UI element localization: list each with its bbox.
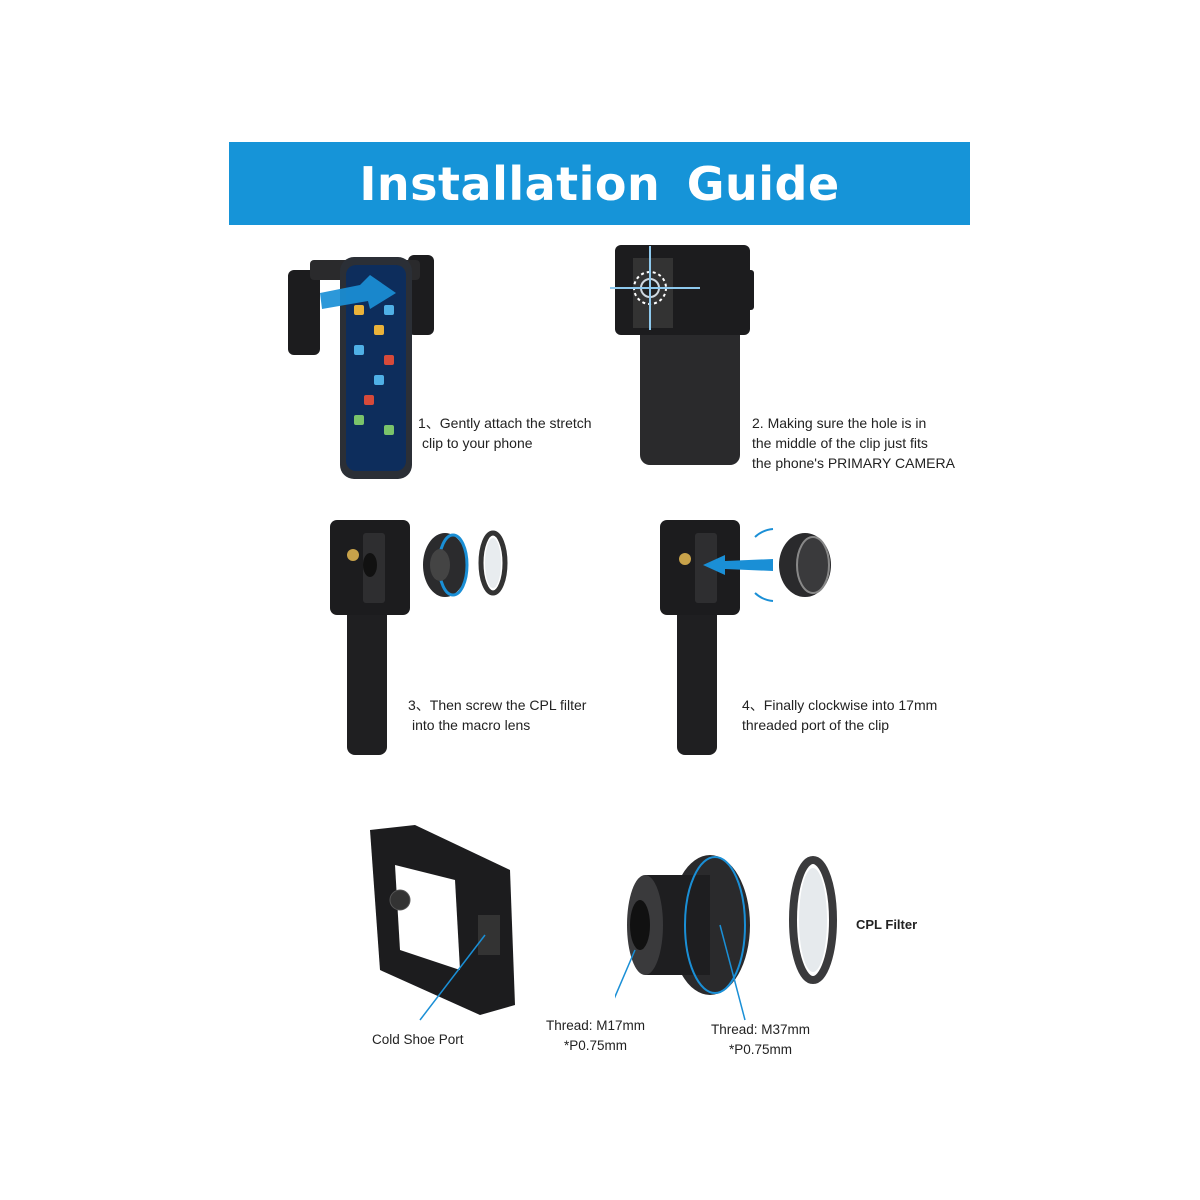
step1-illustration <box>288 255 434 479</box>
step3-illustration <box>330 520 508 755</box>
step4-illustration <box>660 520 831 755</box>
page-title: Installation Guide <box>359 156 840 211</box>
step2-illustration <box>610 245 754 465</box>
step4-caption: 4、Finally clockwise into 17mm threaded p… <box>742 697 938 733</box>
thread-m17-label: Thread: M17mm *P0.75mm <box>546 1018 646 1053</box>
thread-m37-label: Thread: M37mm *P0.75mm <box>711 1022 811 1057</box>
clip-frame-illustration <box>370 825 515 1021</box>
step1-caption: 1、Gently attach the stretch clip to your… <box>418 415 592 451</box>
cpl-filter-illustration <box>789 856 837 984</box>
cpl-filter-label: CPL Filter <box>856 917 918 932</box>
macro-lens-illustration <box>615 855 750 1021</box>
title-banner: Installation Guide <box>229 142 970 225</box>
step2-caption: 2. Making sure the hole is in the middle… <box>752 415 955 471</box>
step3-caption: 3、Then screw the CPL filter into the mac… <box>408 697 587 733</box>
cold-shoe-port-label: Cold Shoe Port <box>372 1032 464 1047</box>
